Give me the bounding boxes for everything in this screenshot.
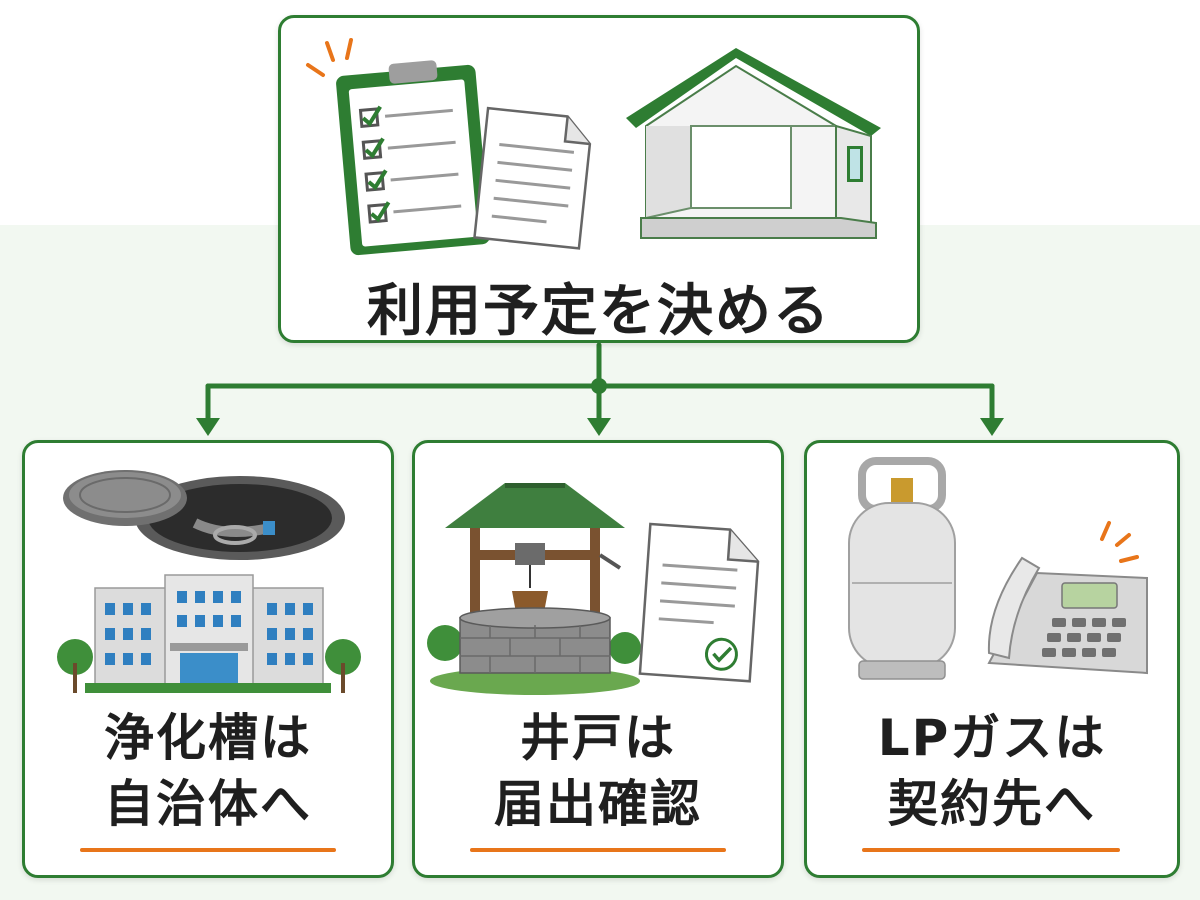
building-icon [57, 574, 361, 693]
lp-gas-card: LPガスは 契約先へ [804, 440, 1180, 878]
well-line1: 井戸は [520, 709, 676, 767]
lp-gas-line2: 契約先へ [888, 775, 1096, 833]
clipboard-checklist-icon [306, 38, 490, 256]
septic-tank-line2: 自治体へ [104, 775, 312, 833]
lp-gas-underline [862, 848, 1120, 852]
septic-tank-line1: 浄化槽は [104, 709, 312, 767]
top-title: 利用予定を決める [367, 279, 831, 344]
well-underline [470, 848, 726, 852]
well-text: 井戸は 届出確認 [415, 705, 781, 837]
lp-gas-line1: LPガスは [877, 709, 1107, 767]
septic-tank-icon [63, 470, 345, 560]
well-line2: 届出確認 [494, 775, 702, 833]
document-check-icon [638, 522, 760, 683]
document-icon [473, 106, 592, 250]
well-icon [427, 483, 641, 695]
telephone-icon [987, 521, 1148, 675]
well-card: 井戸は 届出確認 [412, 440, 784, 878]
septic-tank-text: 浄化槽は 自治体へ [25, 705, 391, 837]
lp-gas-text: LPガスは 契約先へ [807, 705, 1177, 837]
house-icon [626, 48, 881, 239]
septic-tank-card: 浄化槽は 自治体へ [22, 440, 394, 878]
gas-cylinder-icon [848, 457, 956, 680]
septic-tank-underline [80, 848, 336, 852]
plan-decision-card: 利用予定を決める [278, 15, 920, 344]
